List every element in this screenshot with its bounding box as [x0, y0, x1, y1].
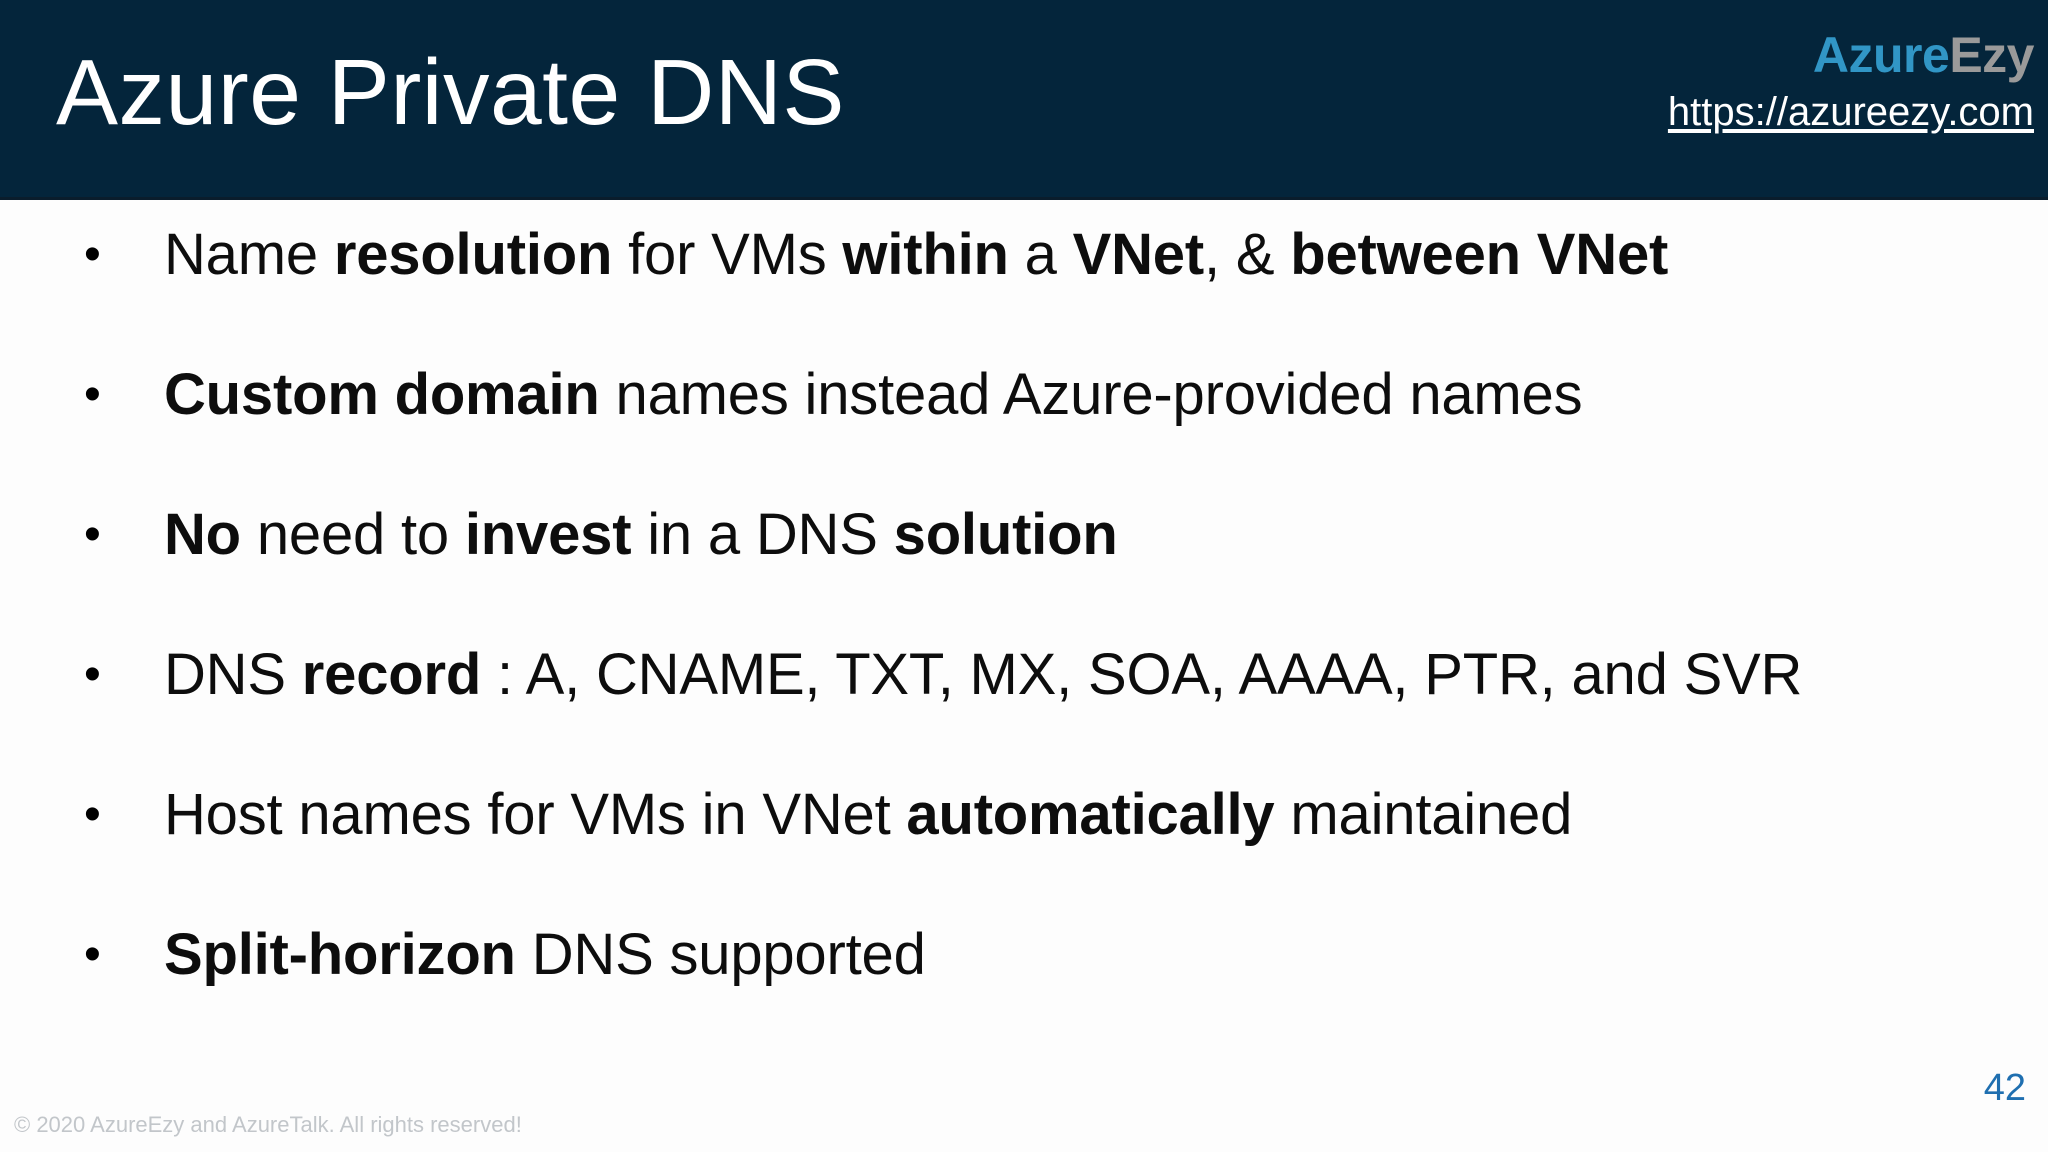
list-item: • Host names for VMs in VNet automatical…: [0, 760, 2048, 900]
list-item: • Custom domain names instead Azure-prov…: [0, 340, 2048, 480]
brand-logo-secondary: Ezy: [1949, 27, 2034, 83]
bullet-text-split-horizon: Split-horizon DNS supported: [164, 922, 926, 987]
bullet-point-icon: •: [84, 228, 101, 281]
page-title: Azure Private DNS: [56, 40, 845, 144]
brand-logo-primary: Azure: [1812, 27, 1950, 83]
bullet-point-icon: •: [84, 508, 101, 561]
bullet-text-no-invest: No need to invest in a DNS solution: [164, 502, 1118, 567]
bullet-text-host-names: Host names for VMs in VNet automatically…: [164, 782, 1573, 847]
copyright-notice: © 2020 AzureEzy and AzureTalk. All right…: [14, 1112, 522, 1137]
list-item: • DNS record : A, CNAME, TXT, MX, SOA, A…: [0, 620, 2048, 760]
brand-block: AzureEzy https://azureezy.com: [1667, 27, 2035, 135]
bullet-text-name-resolution: Name resolution for VMs within a VNet, &…: [164, 222, 1669, 287]
brand-logo: AzureEzy: [1668, 27, 2035, 83]
bullet-point-icon: •: [84, 788, 101, 841]
list-item: • No need to invest in a DNS solution: [0, 480, 2048, 620]
slide-header-bar: Azure Private DNS AzureEzy https://azure…: [0, 0, 2048, 200]
brand-website-link[interactable]: https://azureezy.com: [1667, 90, 2034, 134]
bullet-point-icon: •: [84, 928, 101, 981]
page-number: 42: [1983, 1067, 2026, 1109]
list-item: • Split-horizon DNS supported: [0, 900, 2048, 1040]
bullet-text-dns-records: DNS record : A, CNAME, TXT, MX, SOA, AAA…: [164, 642, 1803, 707]
bullet-text-custom-domain: Custom domain names instead Azure-provid…: [164, 362, 1583, 427]
bullet-point-icon: •: [84, 368, 101, 421]
list-item: • Name resolution for VMs within a VNet,…: [0, 200, 2048, 340]
bullet-list: • Name resolution for VMs within a VNet,…: [0, 200, 2048, 1080]
bullet-point-icon: •: [84, 648, 101, 701]
